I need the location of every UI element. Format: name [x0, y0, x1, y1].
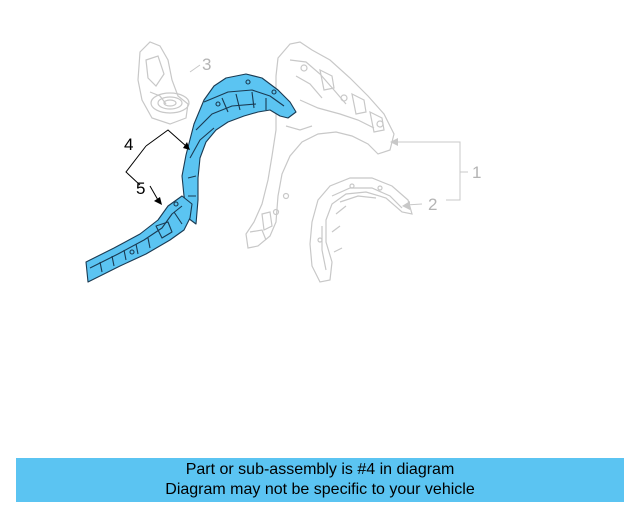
parts-diagram: 1 2 3 4 5 [85, 41, 481, 283]
caption-line-part: Part or sub-assembly is #4 in diagram [185, 461, 455, 478]
caption-bar: Part or sub-assembly is #4 in diagram Di… [16, 458, 624, 502]
leader-3 [189, 64, 201, 73]
arrow-to-part-2 [402, 201, 410, 210]
part-4-inner-wheelhouse [181, 73, 297, 225]
callout-1: 1 [472, 163, 481, 182]
caption-line-disclaimer: Diagram may not be specific to your vehi… [165, 481, 475, 498]
arrow-to-part-1 [390, 138, 398, 146]
callout-bracket-4 [125, 129, 187, 201]
arrow-to-part-4 [183, 142, 190, 150]
callout-4: 4 [124, 135, 133, 154]
part-2-wheelhouse-liner [309, 177, 413, 283]
callout-5: 5 [136, 179, 145, 198]
callout-3: 3 [202, 55, 211, 74]
arrow-to-part-5 [154, 197, 162, 205]
callout-2: 2 [428, 195, 437, 214]
part-3-bracket [137, 41, 190, 125]
part-1-quarter-inner-panel [245, 41, 395, 249]
part-5-rail-extension [85, 195, 193, 283]
